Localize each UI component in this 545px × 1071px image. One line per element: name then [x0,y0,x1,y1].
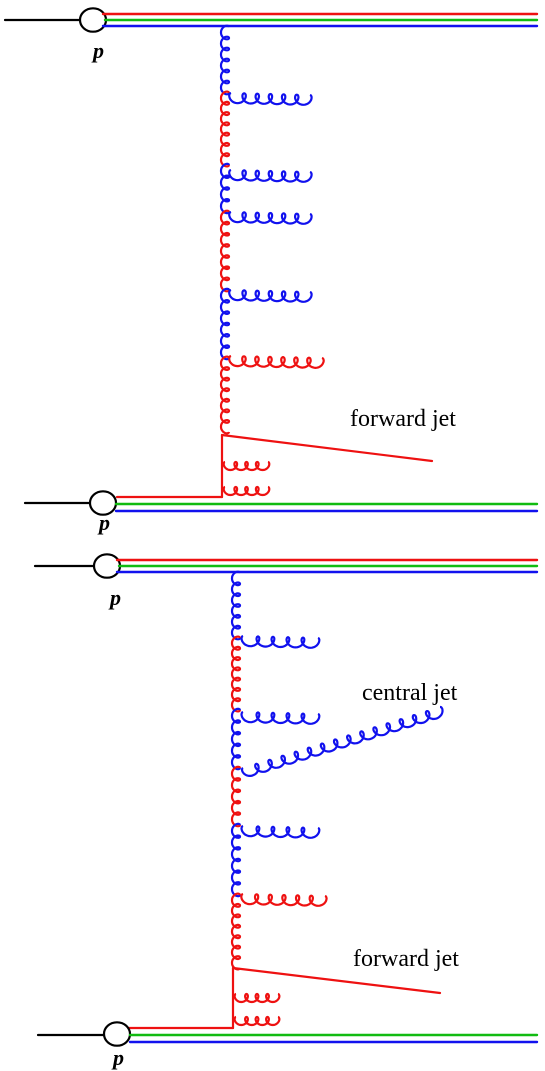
bottom-rung-gluon-0 [240,634,321,649]
top-diagram [3,7,539,516]
bottom-diagram [33,553,539,1047]
bottom-rung-gluon-3 [240,892,328,907]
top-rung-gluon-0 [228,91,313,106]
top-ladder-gluon-5 [219,355,231,435]
top-ladder-gluon-3 [219,209,231,293]
bottom-small-gluon-2 [233,1015,281,1027]
bottom-rung-gluon-1 [240,710,321,725]
central-jet-label: central jet [362,680,458,706]
bottom-ladder-gluon-4 [230,822,242,898]
top-ladder-gluon-4 [219,287,231,361]
top-ladder-gluon-2 [219,162,231,215]
bottom-ladder-gluon-0 [230,570,242,641]
bottom-ladder-gluon-2 [230,707,242,771]
top-rung-gluon-1 [228,168,313,183]
bottom-lower-proton-blob [102,1021,132,1047]
bottom-forward-jet-line [231,966,442,995]
bottom-ladder-gluon-1 [230,635,242,713]
bottom-rung-gluon-2 [240,824,321,839]
top-forward-jet-line [220,433,434,463]
bottom-ladder-gluon-5 [230,892,242,971]
top-rung-gluon-4 [228,354,325,369]
top-ladder-gluon-0 [219,24,231,96]
top-ladder-gluon-1 [219,90,231,168]
central-jet-gluon [240,705,444,777]
bottom-proton-upper-label: p [110,585,121,610]
top-small-gluon-1 [222,460,271,472]
top-upper-proton-blob [78,7,108,33]
bottom-proton-lower-label: p [113,1045,124,1070]
top-small-gluon-2 [222,485,271,497]
top-proton-lower-label: p [99,510,110,535]
top-forward-jet-label: forward jet [350,406,456,432]
top-rung-gluon-2 [228,210,313,225]
bottom-small-gluon-1 [233,992,281,1004]
bottom-ladder-gluon-3 [230,765,242,828]
bottom-upper-proton-blob [92,553,122,579]
top-proton-upper-label: p [93,38,104,63]
bottom-forward-jet-label: forward jet [353,946,459,972]
top-rung-gluon-3 [228,288,313,303]
